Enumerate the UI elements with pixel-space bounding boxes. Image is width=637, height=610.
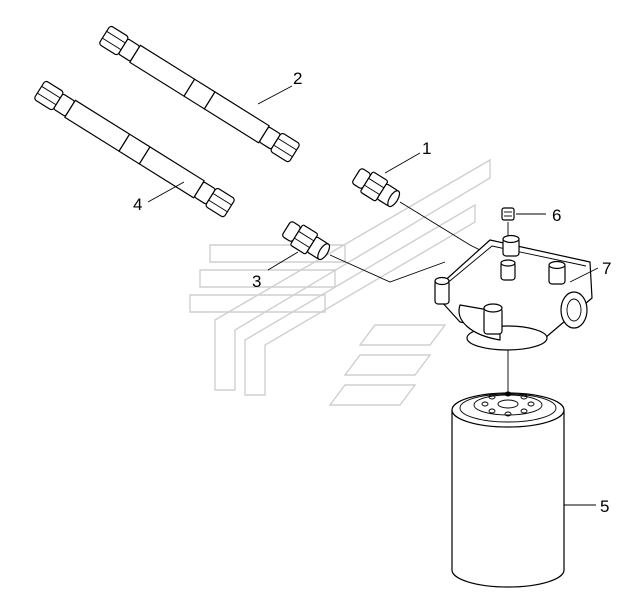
- callout-labels: 1 2 3 4 5 6 7: [133, 69, 611, 516]
- hose-assembly-upper: [99, 25, 300, 163]
- callout-1: 1: [422, 139, 431, 158]
- callout-2: 2: [293, 69, 302, 88]
- adapter-fitting-lower: [282, 221, 331, 261]
- watermark-logo: [189, 158, 491, 406]
- callout-3: 3: [252, 272, 261, 291]
- callout-6: 6: [552, 206, 561, 225]
- filter-cartridge: [451, 391, 565, 588]
- callout-5: 5: [600, 497, 609, 516]
- callout-4: 4: [133, 195, 142, 214]
- plug-screw: [501, 207, 515, 221]
- adapter-fitting-upper: [352, 168, 401, 208]
- callout-7: 7: [602, 259, 611, 278]
- filter-head: [434, 234, 593, 351]
- hose-assembly-lower: [34, 80, 235, 218]
- callout-leaders: [147, 85, 599, 506]
